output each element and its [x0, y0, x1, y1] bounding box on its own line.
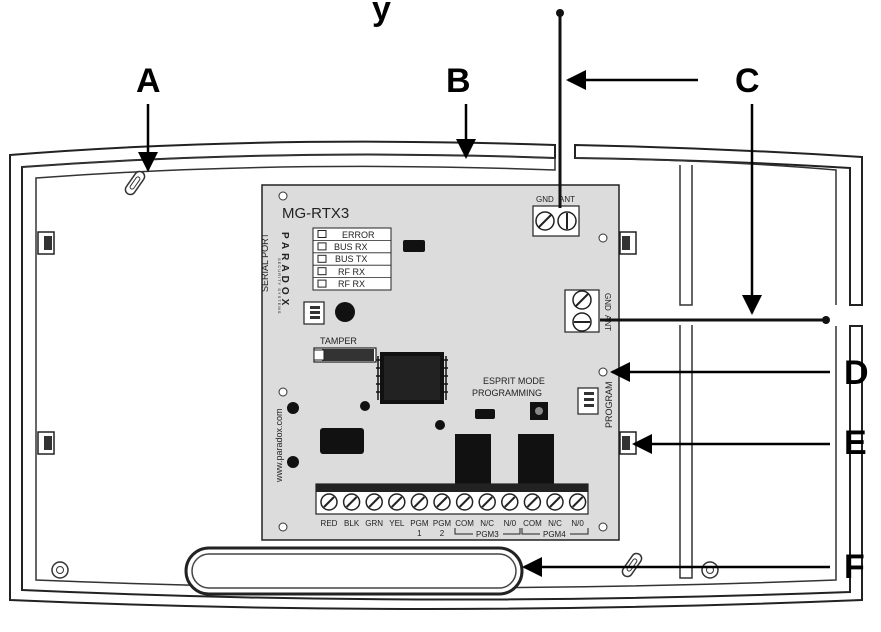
terminal-label: N/0	[504, 519, 517, 528]
callout-f-label: F	[844, 548, 865, 586]
cable-knockout-slot	[184, 546, 524, 596]
terminal-screw-slot	[391, 496, 403, 508]
smd-component	[475, 409, 495, 419]
led-label-bus-tx: BUS TX	[335, 254, 367, 264]
component-round-black	[335, 302, 355, 322]
enclosure-backplate	[9, 140, 863, 610]
ic-chip-left	[320, 428, 364, 454]
terminal-screw-slot	[481, 496, 493, 508]
tamper-switch	[313, 347, 377, 363]
terminal-label: COM	[523, 519, 542, 528]
relay-pgm4	[518, 434, 554, 484]
terminal-screw-slot	[571, 496, 584, 508]
top-gnd-label: GND	[536, 195, 554, 204]
terminal-screw-slot	[549, 496, 561, 508]
top-ant-label: ANT	[559, 195, 575, 204]
side-gnd-label: GND	[603, 293, 612, 311]
terminal-label: RED	[321, 519, 338, 528]
microcontroller-chip	[376, 352, 448, 404]
callout-a-label: A	[136, 62, 161, 100]
led-label-rf-rx-1: RF RX	[338, 267, 365, 277]
terminal-screw-slot	[323, 496, 335, 508]
terminal-label: BLK	[344, 519, 360, 528]
pgm-group-brackets: PGM3 PGM4	[454, 528, 589, 539]
terminal-label: N/C	[480, 519, 494, 528]
antenna-top	[556, 9, 564, 208]
esprit-mode-label: ESPRIT MODE	[483, 376, 545, 386]
bottom-terminal-strip	[315, 483, 589, 515]
terminal-label: N/C	[548, 519, 562, 528]
terminal-screw-slot	[413, 496, 426, 508]
side-ant-label: ANT	[603, 315, 612, 331]
terminal-sublabel: 1	[417, 529, 422, 538]
terminal-screw-slot	[368, 496, 380, 508]
terminal-screw-slot	[436, 496, 448, 508]
relay-pgm3	[455, 434, 491, 484]
terminal-label: COM	[455, 519, 474, 528]
partial-title-text: y	[372, 0, 391, 28]
serial-port-label: SERIAL PORT	[260, 232, 270, 292]
antenna-side	[600, 316, 830, 324]
esprit-programming-button	[530, 402, 548, 420]
small-ic-chip	[403, 240, 425, 252]
board-brand-label: PARADOX	[279, 232, 290, 309]
terminal-screw-slot	[504, 496, 516, 508]
led-label-error: ERROR	[342, 230, 375, 240]
pgm4-group-label: PGM4	[543, 530, 566, 539]
terminal-label: GRN	[365, 519, 383, 528]
circuit-board: MG-RTX3 PARADOX SECURITY SYSTEMS SERIAL …	[260, 184, 620, 541]
side-antenna-terminal-block	[564, 289, 600, 333]
callout-d-label: D	[844, 354, 869, 392]
callout-b-label: B	[446, 62, 471, 100]
top-antenna-terminal-block	[532, 205, 580, 237]
led-indicator-panel: ERROR BUS RX BUS TX RF RX RF RX	[312, 227, 392, 291]
terminal-sublabel: 2	[440, 529, 445, 538]
terminal-screw-slot	[458, 496, 471, 508]
board-brand-sub-label: SECURITY SYSTEMS	[277, 258, 282, 314]
keyhole-slot-bottom-right	[621, 552, 643, 578]
led-label-bus-rx: BUS RX	[334, 242, 368, 252]
callout-c-label: C	[735, 62, 760, 100]
terminal-label: N/0	[571, 519, 584, 528]
board-model-label: MG-RTX3	[282, 205, 349, 222]
led-label-rf-rx-2: RF RX	[338, 279, 365, 289]
pgm3-group-label: PGM3	[476, 530, 499, 539]
terminal-label: PGM	[433, 519, 452, 528]
keyhole-slot-top-left	[124, 170, 146, 196]
tamper-label: TAMPER	[320, 336, 357, 346]
terminal-label: PGM	[410, 519, 429, 528]
terminal-screw-slot	[526, 496, 539, 508]
terminal-screw-slot	[345, 496, 358, 508]
program-label: PROGRAM	[604, 381, 614, 428]
terminal-label: YEL	[389, 519, 405, 528]
callout-e-label: E	[844, 424, 867, 462]
website-label: www.paradox.com	[274, 408, 284, 483]
programming-label: PROGRAMMING	[472, 388, 542, 398]
